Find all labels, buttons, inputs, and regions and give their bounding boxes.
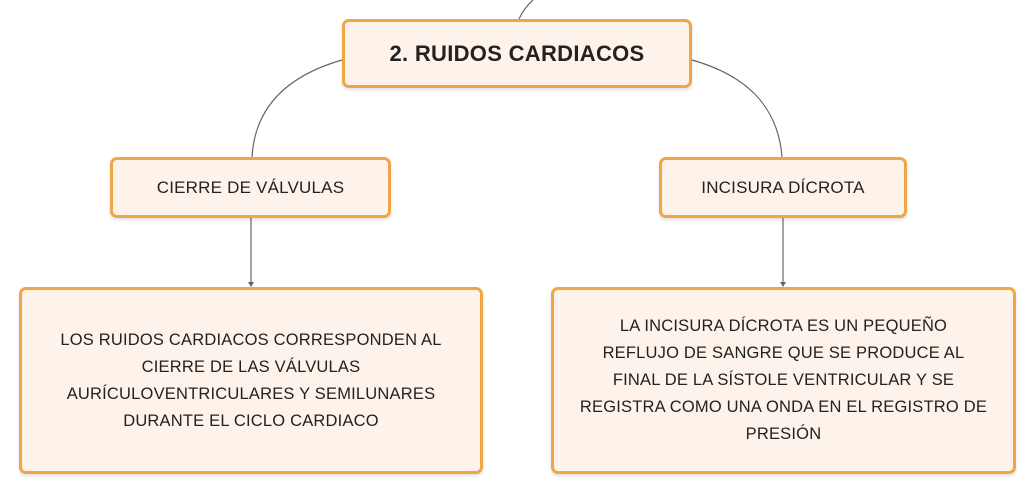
- root-node[interactable]: 2. RUIDOS CARDIACOS: [342, 19, 692, 88]
- detail-text: LA INCISURA DÍCROTA ES UN PEQUEÑO REFLUJ…: [579, 317, 988, 443]
- detail-node-incisura-dicrota[interactable]: LA INCISURA DÍCROTA ES UN PEQUEÑO REFLUJ…: [551, 287, 1016, 474]
- detail-node-cierre-de-valvulas[interactable]: LOS RUIDOS CARDIACOS CORRESPONDEN AL CIE…: [19, 287, 483, 474]
- arrowhead-right: [780, 282, 786, 287]
- detail-text: LOS RUIDOS CARDIACOS CORRESPONDEN AL CIE…: [60, 330, 442, 430]
- connector-root-to-right-topic: [691, 59, 783, 158]
- topic-label: INCISURA DÍCROTA: [701, 177, 865, 197]
- topic-node-incisura-dicrota[interactable]: INCISURA DÍCROTA: [659, 157, 907, 218]
- topic-node-cierre-de-valvulas[interactable]: CIERRE DE VÁLVULAS: [110, 157, 391, 218]
- connector-parent-to-root: [518, 0, 534, 20]
- connector-root-to-left-topic: [251, 59, 343, 158]
- topic-label: CIERRE DE VÁLVULAS: [156, 177, 345, 197]
- arrowhead-left: [248, 282, 254, 287]
- root-title: 2. RUIDOS CARDIACOS: [389, 40, 645, 66]
